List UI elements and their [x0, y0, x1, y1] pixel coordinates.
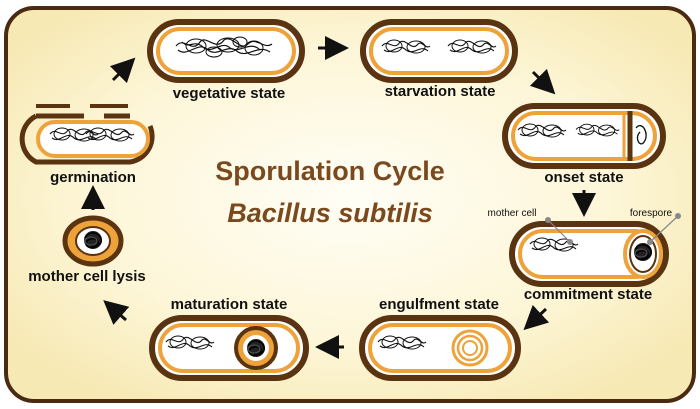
arrow-commitment-to-engulfment [523, 304, 550, 331]
label-onset-state: onset state [544, 169, 623, 186]
label-maturation-state: maturation state [171, 296, 288, 313]
label-vegetative-state: vegetative state [173, 85, 286, 102]
arrow-germination-to-vegetative [109, 57, 136, 84]
vegetative-cell [147, 19, 305, 83]
lysis-spore [62, 215, 124, 267]
label-engulfment-state: engulfment state [379, 296, 499, 313]
arrow-starvation-to-onset [529, 68, 556, 95]
arrow-maturation-to-lysis [103, 300, 130, 325]
maturation-cell [149, 315, 309, 381]
diagram-subtitle: Bacillus subtilis [227, 198, 433, 228]
commitment-cell [509, 221, 669, 287]
starvation-cell [360, 19, 518, 83]
label-starvation-state: starvation state [385, 83, 496, 100]
label-forespore: forespore [630, 208, 673, 219]
germination-cell [19, 104, 155, 165]
forespore-callout: forespore [630, 208, 681, 245]
cycle-arrows [81, 36, 596, 359]
mother-cell-callout: mother cell [488, 208, 573, 245]
onset-cell [502, 103, 666, 169]
label-commitment-state: commitment state [524, 286, 652, 303]
label-germination: germination [50, 169, 136, 186]
engulfment-cell [359, 315, 521, 381]
diagram-title: Sporulation Cycle [215, 156, 445, 186]
label-mother-cell-lysis: mother cell lysis [28, 268, 146, 285]
label-mother-cell: mother cell [488, 208, 537, 219]
